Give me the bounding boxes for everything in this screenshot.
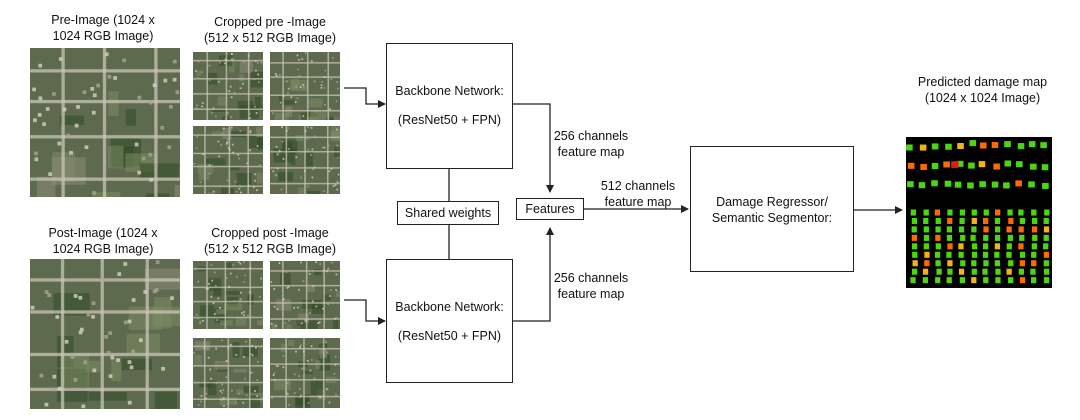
cropped-post-tile-1 bbox=[193, 261, 263, 329]
cropped-post-label: Cropped post -Image (512 x 512 RGB Image… bbox=[203, 226, 336, 256]
arrow-backbone-top-to-features bbox=[512, 103, 554, 193]
pre-image-texture bbox=[30, 48, 180, 197]
shared-weights-box bbox=[397, 201, 499, 225]
predicted-map-label: Predicted damage map (1024 x 1024 Image) bbox=[917, 75, 1048, 105]
backbone-top-subtitle: (ResNet50 + FPN) bbox=[397, 113, 502, 127]
backbone-bottom-title: Backbone Network: bbox=[395, 300, 504, 314]
pre-image-label: Pre-Image (1024 x 1024 RGB Image) bbox=[51, 13, 155, 43]
cropped-pre-tile-1 bbox=[193, 52, 263, 120]
cropped-pre-tile-2 bbox=[270, 52, 340, 120]
cropped-post-tile-3 bbox=[193, 338, 263, 408]
predicted-damage-map bbox=[906, 137, 1052, 288]
top-feature-map-label: 256 channels feature map bbox=[553, 129, 629, 159]
post-image-label: Post-Image (1024 x 1024 RGB Image) bbox=[48, 226, 158, 256]
bottom-feature-map-label: 256 channels feature map bbox=[553, 271, 629, 301]
backbone-bottom-subtitle: (ResNet50 + FPN) bbox=[397, 329, 502, 343]
arrow-crop-to-backbone-bottom bbox=[344, 299, 386, 325]
cropped-pre-tile-3 bbox=[193, 126, 263, 194]
features-box bbox=[516, 198, 584, 220]
backbone-network-bottom bbox=[386, 259, 513, 383]
cropped-post-tile-2 bbox=[270, 261, 340, 329]
backbone-network-top bbox=[386, 43, 513, 169]
cropped-post-tile-4 bbox=[270, 338, 340, 408]
cropped-pre-tile-4 bbox=[270, 126, 340, 194]
arrow-backbone-bottom-to-features bbox=[512, 227, 554, 322]
cropped-pre-label: Cropped pre -Image (512 x 512 RGB Image) bbox=[203, 15, 336, 45]
pre-image-satellite bbox=[30, 48, 180, 197]
shared-weights-label: Shared weights bbox=[404, 206, 492, 220]
merged-feature-map-label: 512 channels feature map bbox=[600, 179, 676, 209]
damage-regressor-box bbox=[690, 146, 854, 272]
arrow-crop-to-backbone-top bbox=[344, 87, 386, 108]
backbone-top-title: Backbone Network: bbox=[395, 84, 504, 98]
damage-regressor-label: Damage Regressor/ Semantic Segmentor: bbox=[711, 195, 833, 225]
features-label: Features bbox=[525, 202, 575, 216]
post-image-satellite bbox=[30, 259, 180, 409]
